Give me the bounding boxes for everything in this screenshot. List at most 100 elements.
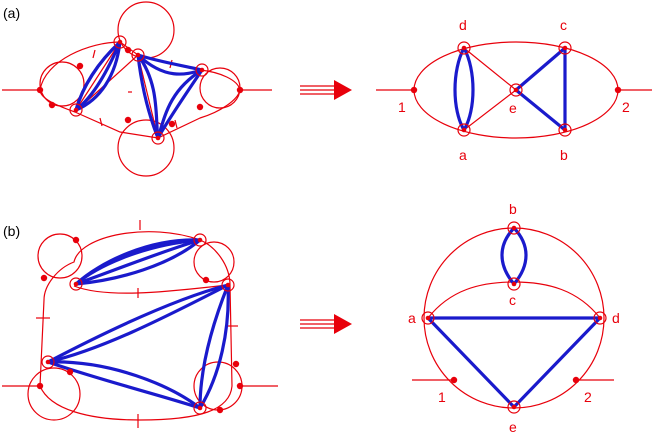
vertex-c-ring bbox=[558, 41, 572, 55]
vertex-ring bbox=[113, 35, 127, 49]
dot bbox=[168, 120, 176, 128]
blue-propagator bbox=[75, 41, 122, 112]
vertex-dot bbox=[155, 135, 161, 141]
vertex-d-dot bbox=[597, 315, 603, 321]
blue-propagator bbox=[74, 238, 201, 286]
dot bbox=[36, 382, 44, 390]
panel-a-result-vertices bbox=[410, 41, 622, 137]
vertex-label-a: a bbox=[459, 147, 467, 163]
dot bbox=[124, 46, 132, 54]
panel-b: (b) bbox=[2, 201, 620, 435]
dot bbox=[66, 368, 74, 376]
vertex-dot bbox=[73, 281, 79, 287]
blue-propagator bbox=[47, 283, 229, 364]
vertex-b-ring bbox=[558, 123, 572, 137]
vertex-dot bbox=[45, 359, 51, 365]
blue-propagator bbox=[453, 47, 466, 131]
tick-mark bbox=[99, 117, 103, 127]
blue-propagator bbox=[47, 283, 229, 364]
vertex-ring bbox=[195, 63, 209, 77]
vertex-c-ring bbox=[507, 277, 521, 291]
vertex-dot bbox=[225, 282, 231, 288]
dot bbox=[236, 382, 244, 390]
vertex-a-ring bbox=[457, 123, 471, 137]
vertex-e-ring bbox=[507, 400, 521, 414]
inner-chord bbox=[75, 41, 121, 111]
vertex-dot bbox=[199, 67, 205, 73]
vertex-label-e: e bbox=[509, 419, 517, 435]
panel-a: (a) bbox=[2, 1, 652, 177]
vertex-d-ring bbox=[593, 311, 607, 325]
panel-a-result-blue-lines bbox=[453, 46, 567, 132]
panel-b-source-vertices bbox=[36, 233, 244, 415]
dot bbox=[236, 86, 244, 94]
panel-b-result-labels: b c a d e 1 2 bbox=[408, 201, 620, 435]
vertex-label-e: e bbox=[509, 100, 517, 116]
dot bbox=[124, 116, 132, 124]
vertex-ring bbox=[221, 278, 235, 292]
vertex-e-dot bbox=[513, 87, 519, 93]
leg-dot-1 bbox=[450, 376, 458, 384]
dot bbox=[216, 406, 224, 414]
vertex-dot bbox=[197, 237, 203, 243]
blue-propagator bbox=[75, 41, 122, 112]
vertex-label-c: c bbox=[560, 17, 567, 33]
chord-d-e bbox=[463, 47, 517, 91]
vertex-c-dot bbox=[511, 281, 517, 287]
panel-b-label: (b) bbox=[3, 223, 20, 239]
leg-label-1: 1 bbox=[438, 389, 446, 405]
panel-b-arrow bbox=[300, 314, 352, 334]
panel-b-source-blue-lines bbox=[47, 238, 230, 410]
vertex-a-dot bbox=[461, 127, 467, 133]
leg-dot-2 bbox=[572, 376, 580, 384]
chord-a-e bbox=[463, 89, 517, 131]
loop-right-upper bbox=[193, 241, 235, 283]
panel-a-arrow bbox=[300, 80, 352, 100]
blue-propagator bbox=[156, 68, 203, 139]
dot bbox=[40, 274, 48, 282]
vertex-ring bbox=[131, 48, 145, 62]
vertex-ring bbox=[151, 131, 165, 145]
vertex-dot bbox=[73, 107, 79, 113]
vertex-a-dot bbox=[425, 315, 431, 321]
blue-propagator bbox=[462, 47, 475, 131]
dot bbox=[196, 103, 204, 111]
vertex-b-ring bbox=[507, 221, 521, 235]
panel-a-result-labels: d c e a b 1 2 bbox=[398, 17, 630, 163]
dot bbox=[72, 236, 80, 244]
vertex-dot bbox=[135, 52, 141, 58]
blue-propagator bbox=[75, 238, 202, 286]
blue-propagator bbox=[514, 46, 567, 92]
leg-label-2: 2 bbox=[622, 99, 630, 115]
dot bbox=[36, 86, 44, 94]
vertex-ring bbox=[69, 103, 83, 117]
vertex-ring bbox=[69, 277, 83, 291]
blue-propagator bbox=[75, 238, 201, 286]
vertex-label-b: b bbox=[560, 147, 568, 163]
leg-label-2: 2 bbox=[584, 389, 592, 405]
vertex-d-ring bbox=[457, 41, 471, 55]
loop-bottom bbox=[117, 119, 175, 177]
vertex-b-dot bbox=[511, 225, 517, 231]
leg-dot-1 bbox=[410, 86, 418, 94]
leg-dot-2 bbox=[614, 86, 622, 94]
dot bbox=[76, 62, 84, 70]
inner-contour bbox=[73, 284, 229, 294]
dot bbox=[232, 360, 240, 368]
blue-propagator bbox=[198, 284, 230, 409]
vertex-dot bbox=[197, 405, 203, 411]
dot bbox=[48, 101, 56, 109]
blue-propagator bbox=[500, 226, 516, 286]
vertex-b-dot bbox=[562, 127, 568, 133]
vertex-d-dot bbox=[461, 45, 467, 51]
dot bbox=[202, 276, 210, 284]
panel-a-label: (a) bbox=[3, 5, 20, 21]
tick-mark bbox=[92, 49, 96, 59]
blue-propagator bbox=[426, 316, 516, 409]
vertex-e-ring bbox=[509, 83, 523, 97]
vertex-e-dot bbox=[511, 404, 517, 410]
blue-propagator bbox=[74, 40, 122, 111]
panel-b-result-vertices bbox=[421, 221, 607, 414]
blue-propagator bbox=[512, 316, 602, 409]
blue-propagator bbox=[198, 284, 230, 409]
